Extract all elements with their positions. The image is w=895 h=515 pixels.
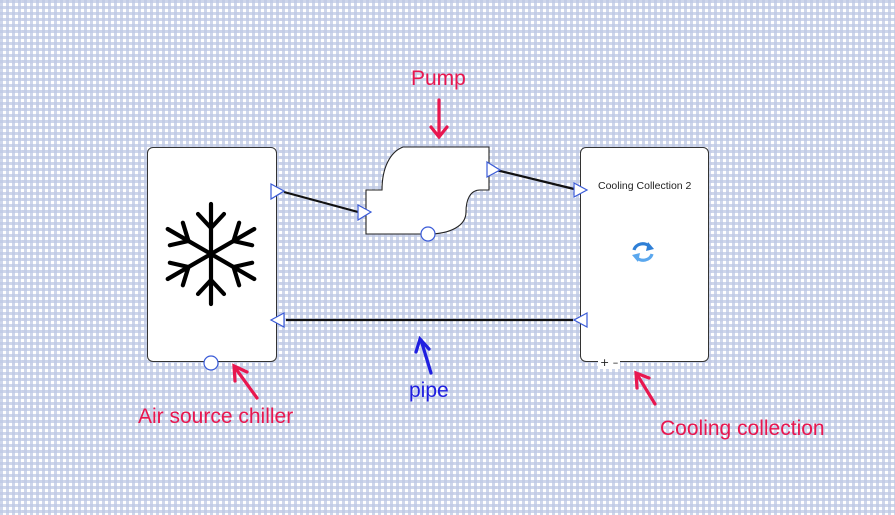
chiller-annotation-arrow bbox=[232, 363, 259, 400]
cooling-collection-port-signs: + – bbox=[598, 356, 621, 369]
pump-out-port[interactable] bbox=[486, 160, 502, 179]
pump-bottom-port[interactable] bbox=[420, 226, 436, 242]
chiller-out-port[interactable] bbox=[270, 182, 286, 201]
pump-label: Pump bbox=[411, 67, 466, 90]
pipe-label: pipe bbox=[409, 379, 449, 402]
refresh-icon bbox=[632, 242, 654, 262]
pump-shape[interactable] bbox=[365, 146, 490, 235]
ports bbox=[203, 160, 589, 371]
collection-annotation-arrow bbox=[634, 370, 657, 406]
air-source-chiller-label: Air source chiller bbox=[138, 405, 294, 428]
collection-in-port[interactable] bbox=[573, 181, 589, 199]
pump-in-port[interactable] bbox=[357, 203, 373, 222]
cooling-collection-label: Cooling collection bbox=[660, 417, 825, 440]
pipe-annotation-arrow bbox=[414, 335, 433, 375]
pipe-pump-to-collection[interactable] bbox=[495, 168, 575, 191]
cooling-collection-block[interactable] bbox=[580, 147, 709, 362]
cooling-collection-title: Cooling Collection 2 bbox=[598, 180, 692, 192]
collection-out-port[interactable] bbox=[572, 311, 588, 329]
chiller-bottom-port[interactable] bbox=[203, 355, 219, 371]
pipe-chiller-to-pump[interactable] bbox=[283, 190, 359, 214]
snowflake-icon bbox=[165, 201, 257, 307]
chiller-in-port[interactable] bbox=[269, 311, 285, 329]
pump-annotation-arrow bbox=[429, 98, 449, 140]
pipes bbox=[283, 168, 575, 322]
